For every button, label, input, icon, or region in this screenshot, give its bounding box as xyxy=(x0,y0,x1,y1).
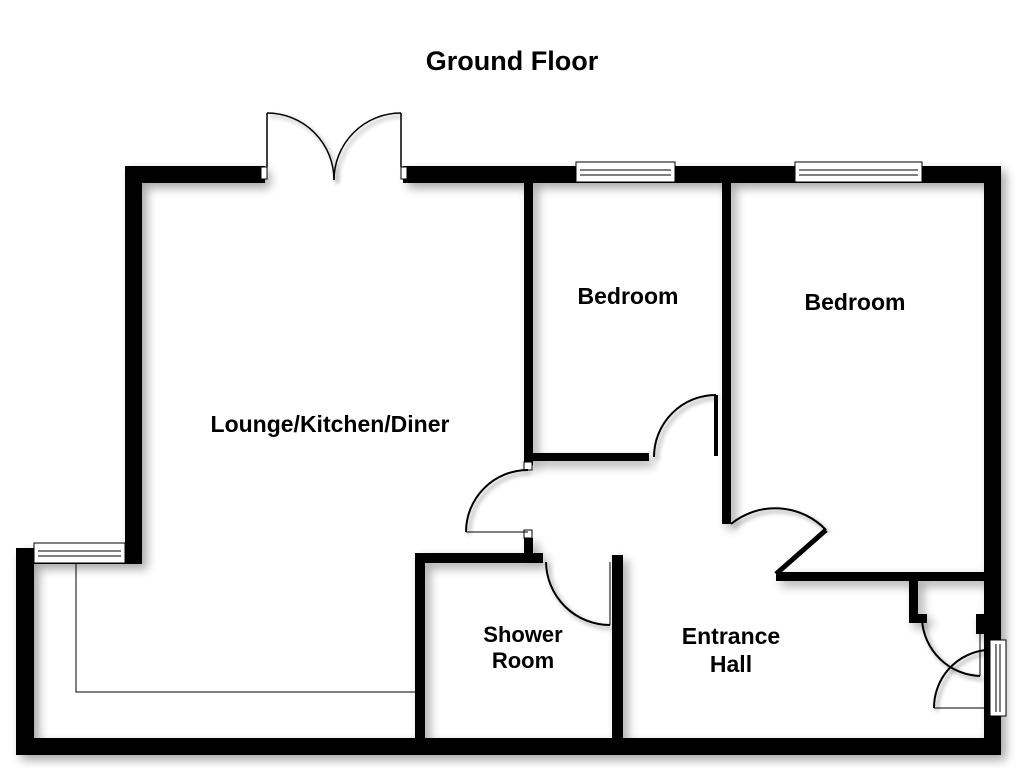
wall-top-left xyxy=(125,166,265,183)
window-lounge xyxy=(33,542,126,564)
wall-post xyxy=(524,538,533,558)
door-cupboard xyxy=(921,619,981,677)
room-label-lounge: Lounge/Kitchen/Diner xyxy=(211,411,450,437)
wall-bottom xyxy=(16,738,1001,755)
wall-shower-right xyxy=(612,555,623,753)
wall-cupboard-stub xyxy=(909,581,918,623)
room-label-bedroom-1: Bedroom xyxy=(578,283,679,309)
window-bedroom-1 xyxy=(575,161,676,183)
window-entrance xyxy=(989,639,1007,717)
door-shower-room xyxy=(545,561,611,626)
wall-shower-left xyxy=(415,553,425,753)
wall-bedroom2-bottom xyxy=(776,572,988,581)
wall-left-upper xyxy=(125,166,142,564)
room-label-entrance-line1: Entrance xyxy=(682,623,780,649)
door-lounge-hall xyxy=(465,461,533,539)
room-label-shower-line1: Shower xyxy=(483,622,563,647)
doors xyxy=(260,112,987,709)
room-label-shower-line2: Room xyxy=(492,648,554,673)
wall-entry-notch xyxy=(976,614,988,634)
french-doors xyxy=(260,112,408,181)
room-labels: Lounge/Kitchen/Diner Bedroom Bedroom Sho… xyxy=(211,283,906,677)
wall-cupboard-stub-foot xyxy=(909,614,927,623)
room-label-entrance-line2: Hall xyxy=(710,651,752,677)
door-bedroom-2 xyxy=(730,507,828,576)
wall-lounge-bedroom xyxy=(524,183,533,465)
window-bedroom-2 xyxy=(794,161,923,183)
windows xyxy=(33,161,1007,717)
wall-left-lower xyxy=(16,548,34,755)
wall-bedroom2-left-lower xyxy=(722,456,731,524)
wall-right xyxy=(984,166,1001,755)
door-bedroom-1 xyxy=(653,394,718,458)
room-label-bedroom-2: Bedroom xyxy=(805,289,906,315)
wall-bedroom1-bottom xyxy=(524,453,649,461)
wall-shower-top xyxy=(415,553,543,563)
door-front xyxy=(932,649,987,709)
wall-bedrooms-divider xyxy=(722,183,731,463)
kitchen-worktop-outline xyxy=(75,564,415,693)
floor-title: Ground Floor xyxy=(425,46,599,76)
